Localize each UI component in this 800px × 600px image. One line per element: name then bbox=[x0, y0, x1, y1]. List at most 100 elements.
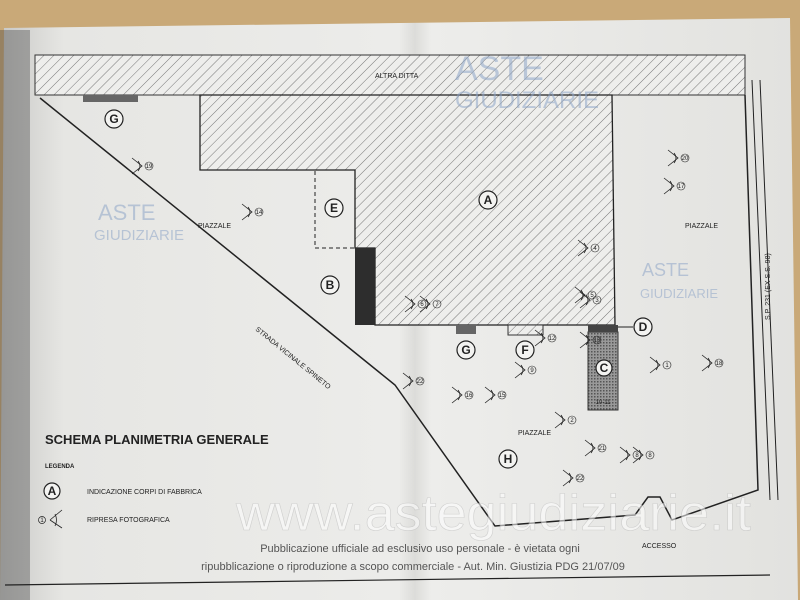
svg-text:A: A bbox=[484, 193, 493, 207]
svg-text:H: H bbox=[504, 452, 513, 466]
svg-text:5: 5 bbox=[590, 293, 594, 299]
body-marker-g: G bbox=[104, 109, 124, 129]
building-g-north bbox=[83, 95, 138, 102]
notice-line-2: ripubblicazione o riproduzione a scopo c… bbox=[201, 561, 625, 573]
svg-text:16: 16 bbox=[466, 393, 473, 399]
photo-point: 15 bbox=[484, 386, 507, 404]
body-marker-b: B bbox=[320, 275, 340, 295]
svg-text:D: D bbox=[639, 320, 648, 334]
svg-text:21: 21 bbox=[599, 446, 606, 452]
site-boundary bbox=[39, 94, 759, 527]
road-line bbox=[751, 79, 771, 501]
notice-line-1: Pubblicazione ufficiale ad esclusivo uso… bbox=[260, 543, 580, 555]
svg-text:13: 13 bbox=[594, 338, 601, 344]
svg-text:F: F bbox=[521, 343, 528, 357]
legend-item-photo: 1 RIPRESA FOTOGRAFICA bbox=[38, 509, 170, 529]
svg-text:GIUDIZIARIE: GIUDIZIARIE bbox=[455, 87, 599, 114]
svg-text:E: E bbox=[330, 201, 338, 215]
photo-point: 21 bbox=[584, 439, 607, 457]
svg-text:9: 9 bbox=[530, 368, 534, 374]
photo-point: 19 bbox=[131, 157, 154, 175]
top-label: ALTRA DITTA bbox=[375, 73, 419, 80]
body-marker-e: E bbox=[324, 198, 344, 218]
svg-text:ASTE: ASTE bbox=[455, 50, 544, 88]
svg-text:8: 8 bbox=[635, 453, 639, 459]
photo-point: 20 bbox=[667, 149, 690, 167]
svg-text:G: G bbox=[461, 343, 470, 357]
access-label: ACCESSO bbox=[642, 543, 677, 550]
photo-point: 1 bbox=[649, 356, 672, 374]
building-f bbox=[507, 324, 544, 336]
svg-text:22: 22 bbox=[577, 476, 584, 482]
building-d bbox=[588, 325, 618, 332]
left-shadow bbox=[0, 30, 30, 600]
svg-text:4: 4 bbox=[593, 246, 597, 252]
svg-text:6: 6 bbox=[420, 302, 424, 308]
photo-point: 6 bbox=[404, 295, 427, 313]
svg-text:GIUDIZIARIE: GIUDIZIARIE bbox=[640, 286, 718, 301]
photo-point: 7 bbox=[419, 295, 442, 313]
svg-text:ASTE: ASTE bbox=[642, 260, 689, 280]
body-marker-f: F bbox=[515, 340, 535, 360]
area-label: PIAZZALE bbox=[685, 223, 718, 230]
plan-title: SCHEMA PLANIMETRIA GENERALE bbox=[45, 432, 269, 447]
svg-text:20: 20 bbox=[682, 156, 689, 162]
photo-point: 16 bbox=[451, 386, 474, 404]
photo-point: 2 bbox=[554, 411, 577, 429]
svg-text:15: 15 bbox=[499, 393, 506, 399]
site-watermark: www.astegiudiziarie.it bbox=[235, 485, 751, 541]
body-marker-h: H bbox=[498, 449, 518, 469]
svg-text:ASTE: ASTE bbox=[98, 200, 155, 225]
photo-point: 22 bbox=[402, 372, 425, 390]
svg-text:3: 3 bbox=[595, 298, 599, 304]
svg-text:A: A bbox=[48, 484, 57, 498]
svg-text:22: 22 bbox=[417, 379, 424, 385]
svg-text:7: 7 bbox=[435, 302, 439, 308]
photo-point: 12 bbox=[534, 329, 557, 347]
svg-text:GIUDIZIARIE: GIUDIZIARIE bbox=[94, 227, 184, 244]
svg-text:19: 19 bbox=[146, 164, 153, 170]
svg-text:12: 12 bbox=[549, 336, 556, 342]
svg-text:18: 18 bbox=[716, 361, 723, 367]
svg-text:G: G bbox=[109, 112, 118, 126]
building-g-south bbox=[456, 325, 476, 334]
svg-text:14: 14 bbox=[256, 210, 263, 216]
photo-point: 9 bbox=[514, 361, 537, 379]
road-right-label: S.P. 231 (EX S.S. 98) bbox=[765, 253, 772, 320]
area-label: PIAZZALE bbox=[198, 223, 231, 230]
svg-text:C: C bbox=[600, 361, 609, 375]
photo-point: 4 bbox=[577, 239, 600, 257]
svg-text:RIPRESA FOTOGRAFICA: RIPRESA FOTOGRAFICA bbox=[87, 517, 170, 524]
body-marker-d: D bbox=[618, 317, 653, 337]
svg-text:1: 1 bbox=[665, 363, 669, 369]
photo-point: 8 bbox=[619, 446, 642, 464]
road-line bbox=[759, 79, 779, 501]
body-marker-c: C bbox=[595, 359, 613, 377]
svg-text:1: 1 bbox=[40, 518, 44, 524]
svg-text:10-11: 10-11 bbox=[596, 400, 612, 406]
aste-logo-watermark: ASTE GIUDIZIARIE bbox=[94, 200, 184, 244]
svg-text:17: 17 bbox=[678, 184, 685, 190]
photo-point: 17 bbox=[663, 177, 686, 195]
photo-point: 3 bbox=[579, 291, 602, 309]
body-marker-a: A bbox=[478, 190, 498, 210]
legend-item-body: A INDICAZIONE CORPI DI FABBRICA bbox=[43, 482, 202, 500]
photo-point: 22 bbox=[562, 469, 585, 487]
photo-point: 10-11 bbox=[596, 400, 612, 406]
svg-text:B: B bbox=[326, 278, 335, 292]
aste-logo-watermark: ASTE GIUDIZIARIE bbox=[640, 260, 718, 301]
frame-bottom bbox=[4, 574, 771, 586]
svg-text:2: 2 bbox=[570, 418, 574, 424]
svg-text:INDICAZIONE CORPI DI FABBRICA: INDICAZIONE CORPI DI FABBRICA bbox=[87, 489, 202, 496]
neighbour-strip bbox=[34, 54, 746, 96]
building-e bbox=[314, 169, 356, 249]
building-b bbox=[355, 248, 375, 325]
photo-point: 13 bbox=[579, 331, 602, 349]
legend-label: LEGENDA bbox=[45, 464, 75, 470]
photo-point: 5 bbox=[574, 286, 597, 304]
aste-logo-watermark: ASTE GIUDIZIARIE bbox=[455, 50, 599, 114]
svg-text:8: 8 bbox=[648, 453, 652, 459]
photo-point: 18 bbox=[701, 354, 724, 372]
body-marker-g: G bbox=[456, 340, 476, 360]
